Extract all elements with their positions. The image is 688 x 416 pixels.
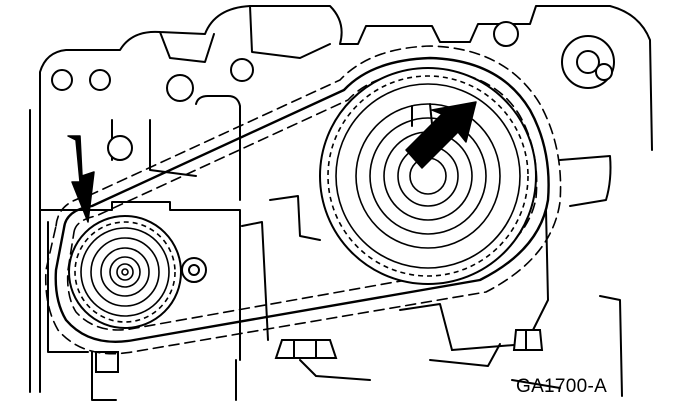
camshaft-sprocket <box>319 67 537 285</box>
arrow-down-icon <box>67 135 95 223</box>
crankshaft-sprocket <box>68 215 207 329</box>
figure-label: GA1700-A <box>516 376 608 397</box>
arrow-icon <box>405 101 477 169</box>
hex-bolts <box>95 329 544 373</box>
timing-chain <box>44 45 562 355</box>
engine-block-outline <box>29 5 653 401</box>
block-holes <box>51 21 615 161</box>
